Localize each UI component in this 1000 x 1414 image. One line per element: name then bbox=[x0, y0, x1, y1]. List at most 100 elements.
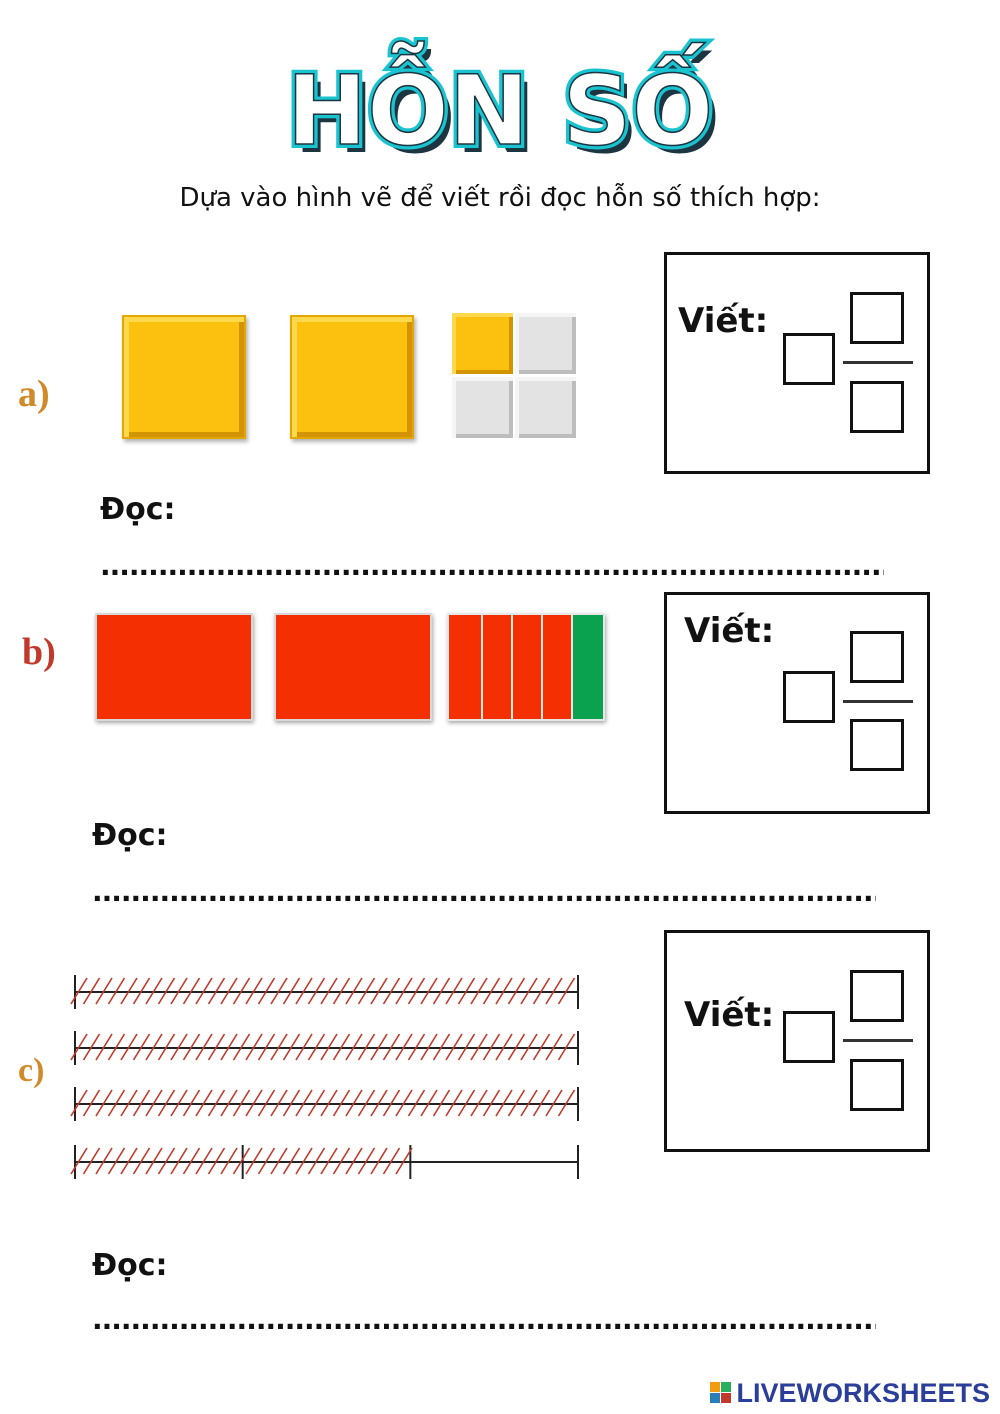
numerator-input[interactable] bbox=[850, 970, 904, 1022]
whole-number-input[interactable] bbox=[783, 1011, 835, 1063]
hatch-mark bbox=[132, 1089, 151, 1117]
hatch-mark bbox=[295, 1033, 313, 1061]
exercise-label-b: b) bbox=[22, 631, 56, 673]
footer-brand: LIVEWORKSHEETS bbox=[736, 1378, 990, 1408]
segment-lines-figure bbox=[70, 975, 579, 1179]
hatch-mark bbox=[195, 1089, 213, 1117]
hatch-mark bbox=[432, 977, 451, 1005]
hatch-mark bbox=[557, 1089, 576, 1117]
hatch-mark bbox=[157, 1033, 176, 1061]
hatch-mark bbox=[107, 977, 126, 1005]
hatch-mark bbox=[220, 1033, 238, 1061]
write-box-a: Viết: bbox=[664, 252, 930, 474]
hatch-mark bbox=[82, 977, 101, 1005]
hatch-mark bbox=[482, 977, 501, 1005]
hatch-mark bbox=[220, 1147, 238, 1175]
read-answer-line-a[interactable]: ........................................… bbox=[100, 556, 884, 578]
hatch-mark bbox=[145, 1147, 163, 1175]
liveworksheets-footer[interactable]: LIVEWORKSHEETS bbox=[710, 1378, 990, 1409]
hatch-mark bbox=[545, 977, 563, 1005]
quarter-tile-empty bbox=[452, 377, 513, 438]
quarter-tile-shaded bbox=[452, 313, 513, 374]
read-answer-line-b[interactable]: ........................................… bbox=[92, 882, 876, 904]
hatch-mark bbox=[107, 1089, 126, 1117]
hatch-mark bbox=[557, 1033, 576, 1061]
hatch-mark bbox=[257, 977, 276, 1005]
red-whole-rectangle bbox=[274, 613, 432, 721]
hatch-mark bbox=[395, 1033, 413, 1061]
hatch-mark bbox=[70, 1089, 88, 1117]
quarter-tile-empty bbox=[515, 313, 576, 374]
numerator-input[interactable] bbox=[850, 292, 904, 344]
hatch-mark bbox=[295, 1147, 313, 1175]
hatch-mark bbox=[182, 1147, 201, 1175]
read-answer-line-c[interactable]: ........................................… bbox=[92, 1310, 876, 1332]
hatch-mark bbox=[482, 1033, 501, 1061]
whole-number-input[interactable] bbox=[783, 333, 835, 385]
write-box-c: Viết: bbox=[664, 930, 930, 1152]
hatch-mark bbox=[282, 977, 301, 1005]
strip-green bbox=[571, 613, 605, 721]
exercise-label-a: a) bbox=[18, 373, 50, 415]
hatch-mark bbox=[395, 1147, 413, 1175]
read-label-b: Đọc: bbox=[92, 818, 168, 853]
instruction: Dựa vào hình vẽ để viết rồi đọc hỗn số t… bbox=[179, 183, 821, 213]
hatch-mark bbox=[195, 1033, 213, 1061]
hatch-mark bbox=[195, 1147, 213, 1175]
read-label-a: Đọc: bbox=[100, 492, 176, 527]
hatch-mark bbox=[282, 1033, 301, 1061]
hatch-mark bbox=[157, 1089, 176, 1117]
hatch-mark bbox=[407, 977, 426, 1005]
denominator-input[interactable] bbox=[850, 381, 904, 433]
quartered-square bbox=[452, 313, 576, 439]
hatch-mark bbox=[345, 1147, 363, 1175]
hatch-mark bbox=[70, 1147, 88, 1175]
hatch-mark bbox=[457, 1033, 476, 1061]
hatch-mark bbox=[207, 1033, 226, 1061]
hatch-mark bbox=[132, 1033, 151, 1061]
hatch-mark bbox=[295, 1089, 313, 1117]
hatch-mark bbox=[170, 1089, 188, 1117]
hatch-mark bbox=[520, 1033, 538, 1061]
hatch-mark bbox=[357, 977, 376, 1005]
liveworksheets-logo-icon bbox=[710, 1382, 732, 1404]
denominator-input[interactable] bbox=[850, 1059, 904, 1111]
split-rectangle bbox=[447, 613, 605, 721]
page-title: HỖN SỐ HỖN SỐ HỖN SỐ bbox=[283, 36, 720, 168]
numerator-input[interactable] bbox=[850, 631, 904, 683]
red-whole-rectangle bbox=[95, 613, 253, 721]
strip-shaded bbox=[481, 613, 513, 721]
hatch-mark bbox=[395, 977, 413, 1005]
yellow-whole-square bbox=[290, 315, 414, 439]
hatch-mark bbox=[395, 1089, 413, 1117]
hatch-mark bbox=[332, 1147, 351, 1175]
whole-number-input[interactable] bbox=[783, 671, 835, 723]
hatch-mark bbox=[357, 1147, 376, 1175]
hatch-mark bbox=[320, 1033, 338, 1061]
denominator-input[interactable] bbox=[850, 719, 904, 771]
hatch-mark bbox=[370, 977, 388, 1005]
hatch-mark bbox=[382, 1033, 401, 1061]
hatch-mark bbox=[170, 977, 188, 1005]
hatch-mark bbox=[82, 1089, 101, 1117]
hatch-mark bbox=[120, 1147, 138, 1175]
hatch-mark bbox=[307, 977, 326, 1005]
hatch-mark bbox=[407, 1033, 426, 1061]
hatch-mark bbox=[132, 977, 151, 1005]
title-shadow: HỖN SỐ bbox=[294, 48, 720, 168]
hatch-mark bbox=[332, 1089, 351, 1117]
hatch-mark bbox=[182, 1033, 201, 1061]
hatch-mark bbox=[95, 1033, 113, 1061]
hatch-mark bbox=[420, 1033, 438, 1061]
hatch-mark bbox=[132, 1147, 151, 1175]
hatch-mark bbox=[107, 1147, 126, 1175]
strip-shaded bbox=[541, 613, 573, 721]
hatch-mark bbox=[320, 1147, 338, 1175]
hatch-mark bbox=[82, 1033, 101, 1061]
write-box-b: Viết: bbox=[664, 592, 930, 814]
hatch-mark bbox=[270, 1089, 288, 1117]
hatch-mark bbox=[457, 1089, 476, 1117]
hatch-mark bbox=[282, 1089, 301, 1117]
hatch-mark bbox=[157, 977, 176, 1005]
hatch-mark bbox=[145, 977, 163, 1005]
